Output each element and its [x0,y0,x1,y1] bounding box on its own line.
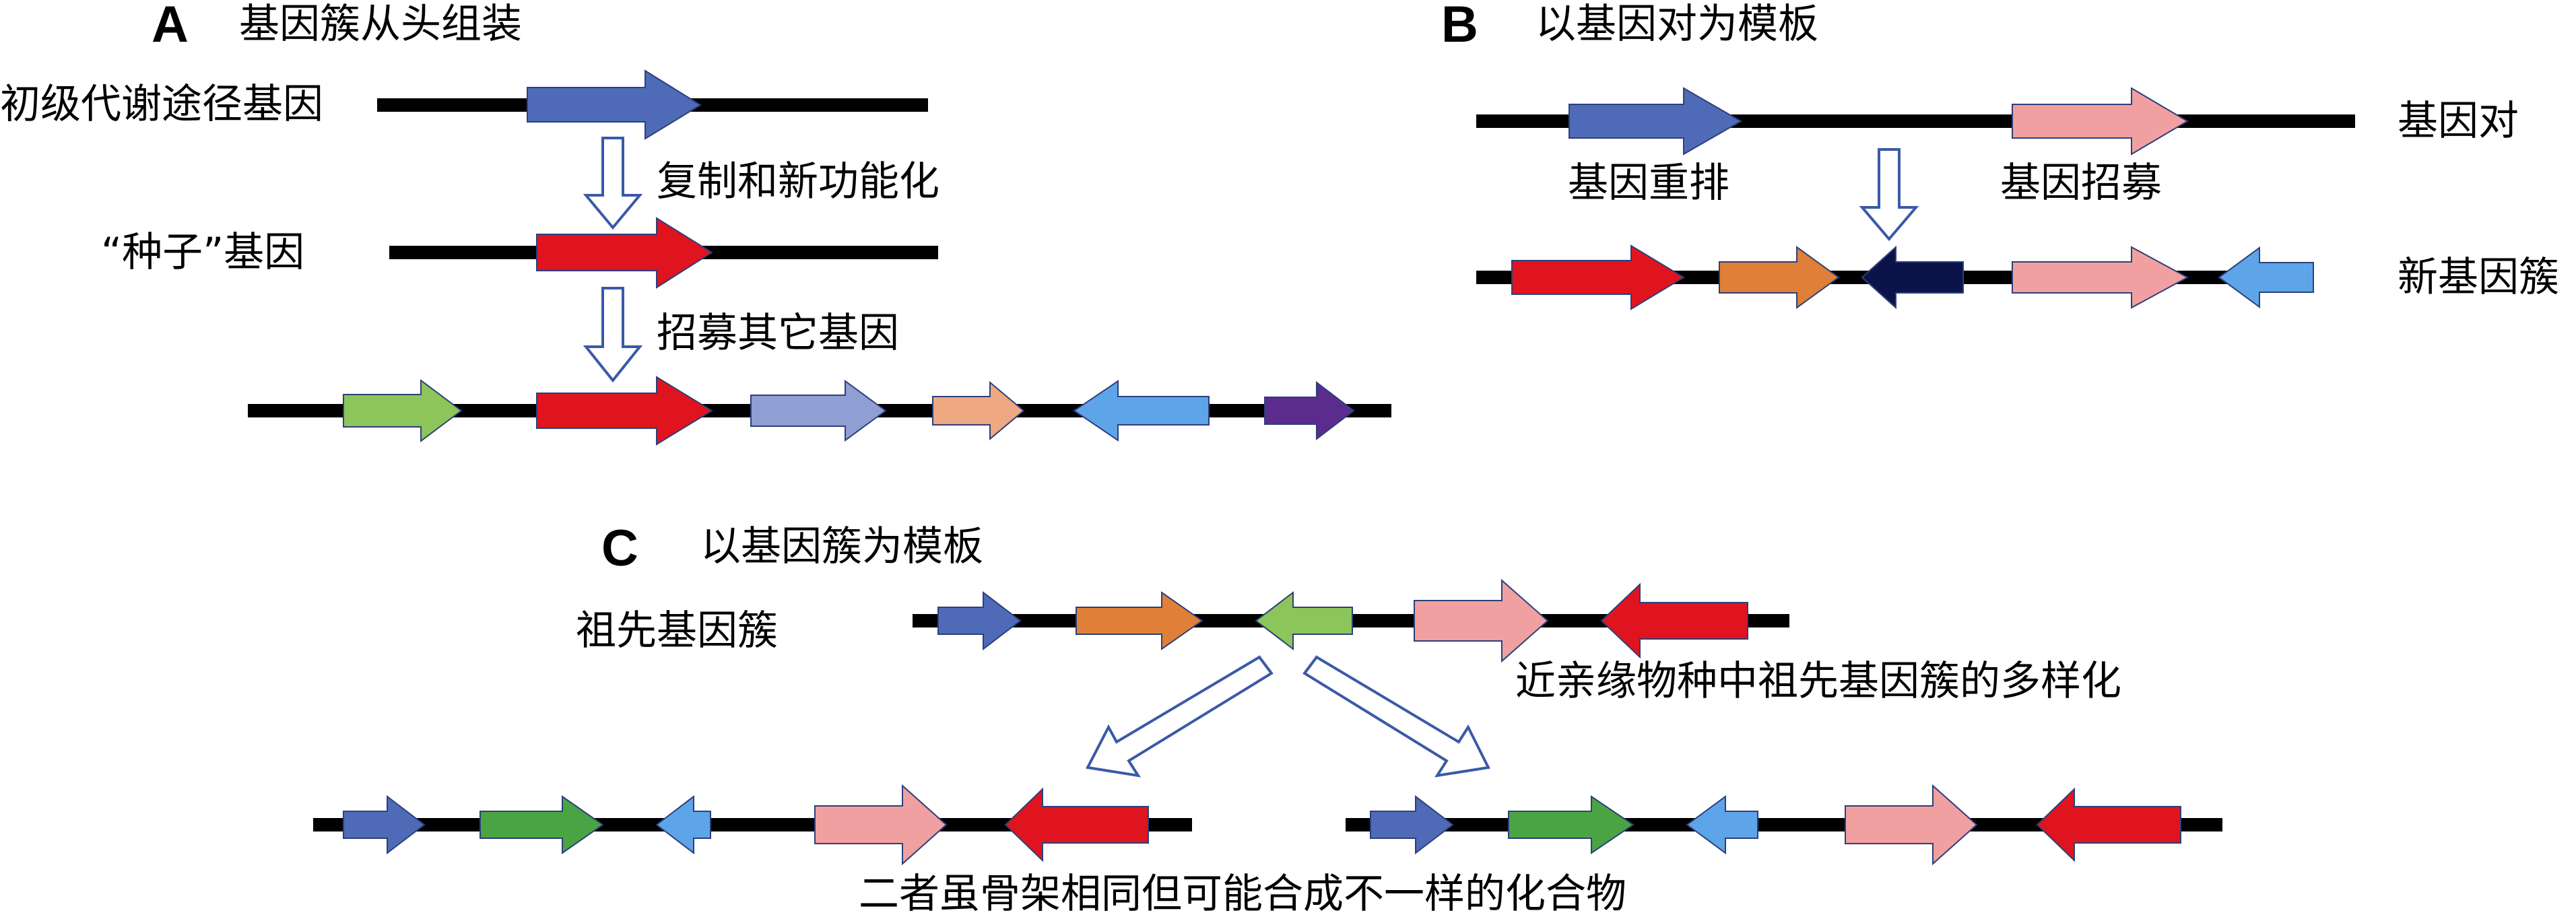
primary-metabolism-gene-label: 初级代谢途径基因 [0,81,323,128]
recruitment-step-label: 招募其它基因 [657,310,899,357]
duplication-down-arrow [583,137,643,230]
descendant-1-gene-3-arrow-reverse [655,794,711,855]
gene-pair-arrow-1 [1568,87,1743,156]
new-cluster-label: 新基因簇 [2398,254,2559,301]
descendant-2-gene-2-arrow [1508,795,1634,854]
cluster-a-gene-2-arrow [536,376,713,446]
recruitment-down-arrow [583,287,643,383]
panel-a-title: 基因簇从头组装 [239,1,522,48]
gene-recruitment-label: 基因招募 [2000,160,2162,207]
new-cluster-gene-1-arrow [1511,244,1685,310]
new-cluster-gene-3-arrow-reverse [1861,245,1964,310]
primary-gene-arrow [527,69,702,140]
descendant-1-gene-1-arrow [343,794,426,855]
ancestor-gene-4-arrow [1414,578,1549,663]
panel-c-letter: C [601,520,638,577]
panel-b-title: 以基因对为模板 [1535,1,1818,48]
diverge-left-arrow [1085,655,1274,778]
gene-pair-arrow-2 [2012,87,2189,156]
seed-gene-arrow [536,217,713,289]
descendant-2-gene-4-arrow [1845,784,1978,866]
ancestor-gene-1-arrow [937,590,1022,651]
cluster-a-gene-4-arrow [932,380,1025,441]
new-cluster-gene-4-arrow [2012,246,2189,309]
new-cluster-gene-2-arrow [1719,246,1840,309]
gene-pair-label: 基因对 [2398,98,2519,145]
descendant-2-gene-5-arrow-reverse [2036,787,2181,862]
ancestor-gene-2-arrow [1076,591,1203,650]
descendant-2-gene-1-arrow [1370,794,1454,855]
cluster-a-gene-6-arrow [1264,380,1355,441]
descendant-1-gene-5-arrow-reverse [1004,787,1149,862]
panel-b-letter: B [1441,0,1478,53]
panel-b-down-arrow [1859,148,1919,242]
cluster-a-gene-3-arrow [750,380,887,442]
descendant-1-gene-2-arrow [480,795,604,854]
panel-c-title: 以基因簇为模板 [700,523,983,570]
descendant-1-gene-4-arrow [814,784,948,866]
diverge-right-arrow [1302,655,1491,778]
diversification-label: 近亲缘物种中祖先基因簇的多样化 [1515,658,2121,705]
ancestor-gene-3-arrow-reverse [1255,590,1353,651]
cluster-a-gene-5-arrow-reverse [1073,380,1210,442]
bottom-note-label: 二者虽骨架相同但可能合成不一样的化合物 [859,871,1626,917]
descendant-2-gene-3-arrow-reverse [1686,795,1758,854]
duplication-step-label: 复制和新功能化 [657,158,939,205]
panel-a-letter: A [152,0,189,53]
gene-rearrangement-label: 基因重排 [1568,160,1729,207]
new-cluster-gene-5-arrow-reverse [2218,246,2314,308]
ancestor-gene-5-arrow-reverse [1600,582,1748,659]
cluster-a-gene-1-arrow [343,379,463,442]
ancestor-cluster-label: 祖先基因簇 [576,607,778,654]
seed-gene-label: “种子”基因 [101,229,304,276]
